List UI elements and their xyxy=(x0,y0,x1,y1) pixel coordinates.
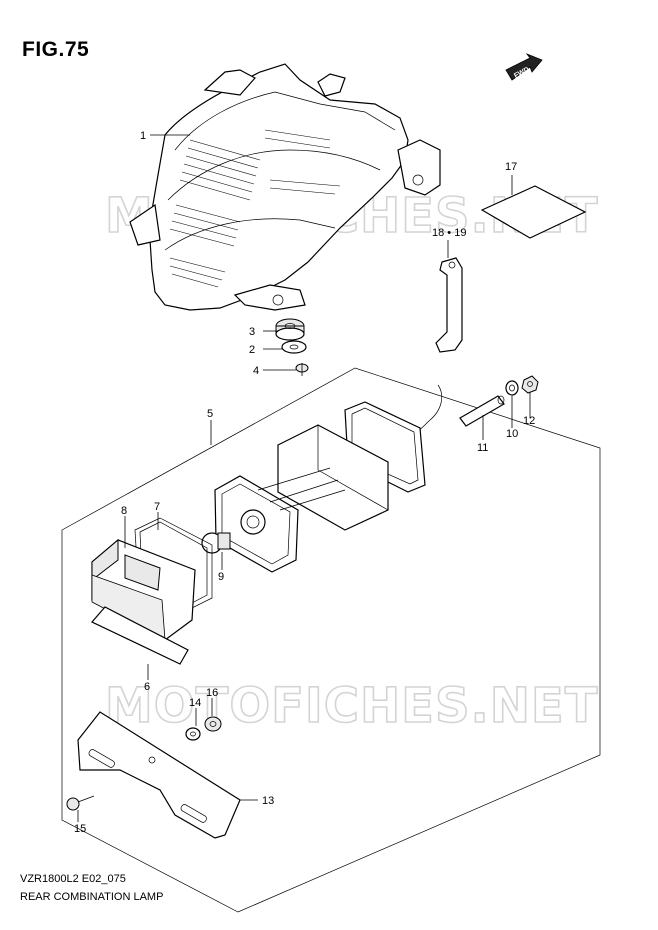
part-label-6: 6 xyxy=(144,681,150,693)
part-label-14: 14 xyxy=(189,697,201,709)
screw-15-part xyxy=(66,795,95,811)
part-label-10: 10 xyxy=(506,428,518,440)
watermark-bottom: MOTOFICHES.NET xyxy=(105,678,598,734)
part-label-4: 4 xyxy=(253,365,259,377)
part-label-15: 15 xyxy=(74,823,86,835)
part-label-18-19: 18 • 19 xyxy=(432,227,466,239)
bracket-strap-part xyxy=(435,257,463,353)
part-label-13: 13 xyxy=(262,795,274,807)
leader-lines xyxy=(77,134,531,822)
collar-part xyxy=(459,395,505,427)
part-label-5: 5 xyxy=(207,408,213,420)
part-label-17: 17 xyxy=(505,161,517,173)
part-label-7: 7 xyxy=(154,501,160,513)
bulb-part xyxy=(201,532,231,554)
part-label-9: 9 xyxy=(218,571,224,583)
grommet-part xyxy=(275,318,305,341)
part-label-11: 11 xyxy=(477,442,488,454)
license-bracket-part xyxy=(77,711,241,839)
washer-10-part xyxy=(505,380,519,396)
figure-title: FIG.75 xyxy=(22,38,90,61)
figure-caption: REAR COMBINATION LAMP xyxy=(20,891,164,903)
part-label-8: 8 xyxy=(121,505,127,517)
part-label-3: 3 xyxy=(249,326,255,338)
lamp-assembly-outline xyxy=(61,367,601,913)
nut-part xyxy=(521,375,539,394)
part-label-12: 12 xyxy=(523,415,535,427)
screw-part xyxy=(295,363,309,376)
socket-plate-part xyxy=(214,467,346,573)
lens-part xyxy=(91,538,196,641)
fwd-arrow-icon: FWD xyxy=(505,53,543,81)
nut-16-part xyxy=(204,716,222,732)
washer-14-part xyxy=(185,727,201,741)
washer-part xyxy=(281,340,307,354)
label-sheet-part xyxy=(480,185,587,239)
part-label-2: 2 xyxy=(249,344,255,356)
lamp-housing-part xyxy=(129,63,441,311)
figure-code: VZR1800L2 E02_075 xyxy=(20,873,126,885)
part-label-1: 1 xyxy=(140,130,146,142)
part-label-16: 16 xyxy=(206,687,218,699)
plate-lens-part xyxy=(91,606,189,665)
foam-pad-part xyxy=(277,424,389,531)
